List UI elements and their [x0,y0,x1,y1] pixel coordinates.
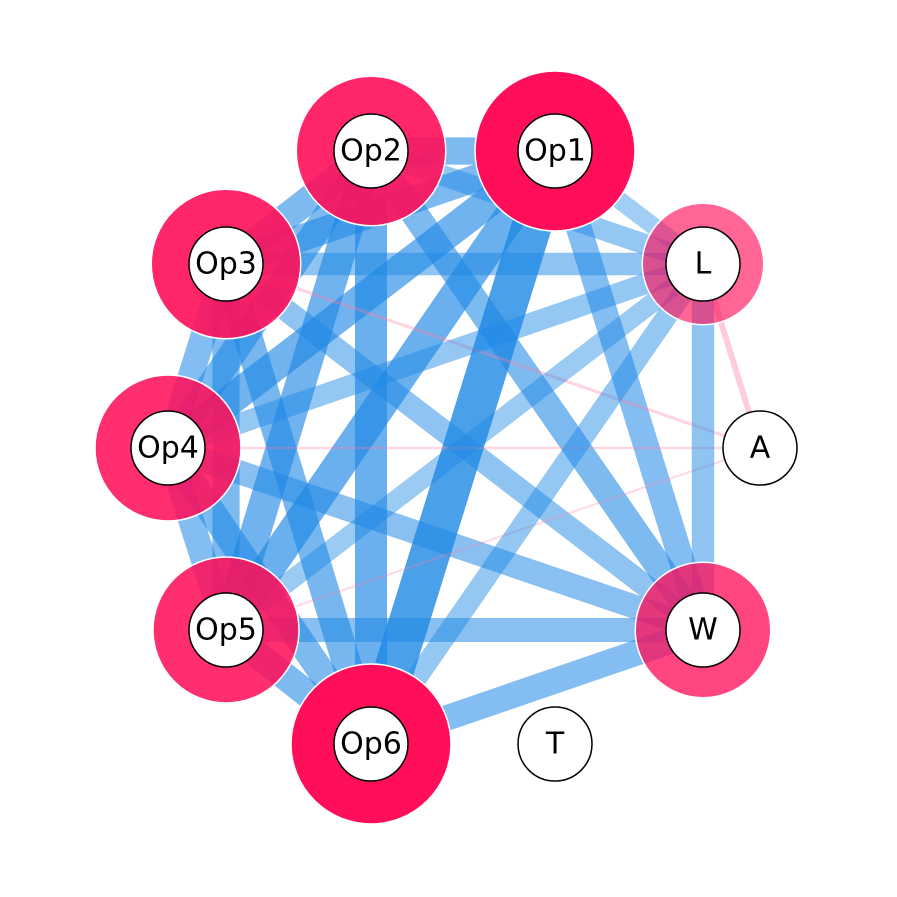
node-circle [517,706,593,782]
node-label: Op5 [195,613,257,648]
edge-op4-w [164,436,707,642]
node-circle [130,410,206,486]
node-circle [665,592,741,668]
edge-op5-l [220,256,709,638]
node-label: Op1 [524,134,586,169]
edge-op3-a [225,262,761,450]
edge-op3-w [219,255,710,639]
node-w: W [665,592,741,668]
node-op3: Op3 [188,226,264,302]
node-op4: Op4 [130,410,206,486]
node-label: Op3 [195,247,257,282]
edge-op1-op5 [212,141,569,640]
node-circle [333,113,409,189]
node-t: T [517,706,593,782]
edge-op1-w [542,147,716,634]
node-label: Op6 [340,727,402,762]
node-label: T [545,727,565,762]
edge-op1-op6 [351,145,575,750]
node-circle [333,706,409,782]
edge-op5-a [225,447,761,631]
edge-op6-l [362,258,712,750]
edge-op2-w [359,143,715,638]
node-label: Op4 [137,431,199,466]
node-a: A [722,410,798,486]
node-op2: Op2 [333,113,409,189]
node-circle [188,592,264,668]
node-op6: Op6 [333,706,409,782]
node-l: L [665,226,741,302]
node-label: Op2 [340,134,402,169]
node-circle [722,410,798,486]
node-op5: Op5 [188,592,264,668]
node-circle [517,113,593,189]
node-label: L [695,247,712,282]
edge-op4-l [164,254,707,458]
node-circle [665,226,741,302]
node-circle [188,226,264,302]
node-label: W [688,613,718,648]
node-label: A [750,431,771,466]
node-op1: Op1 [517,113,593,189]
